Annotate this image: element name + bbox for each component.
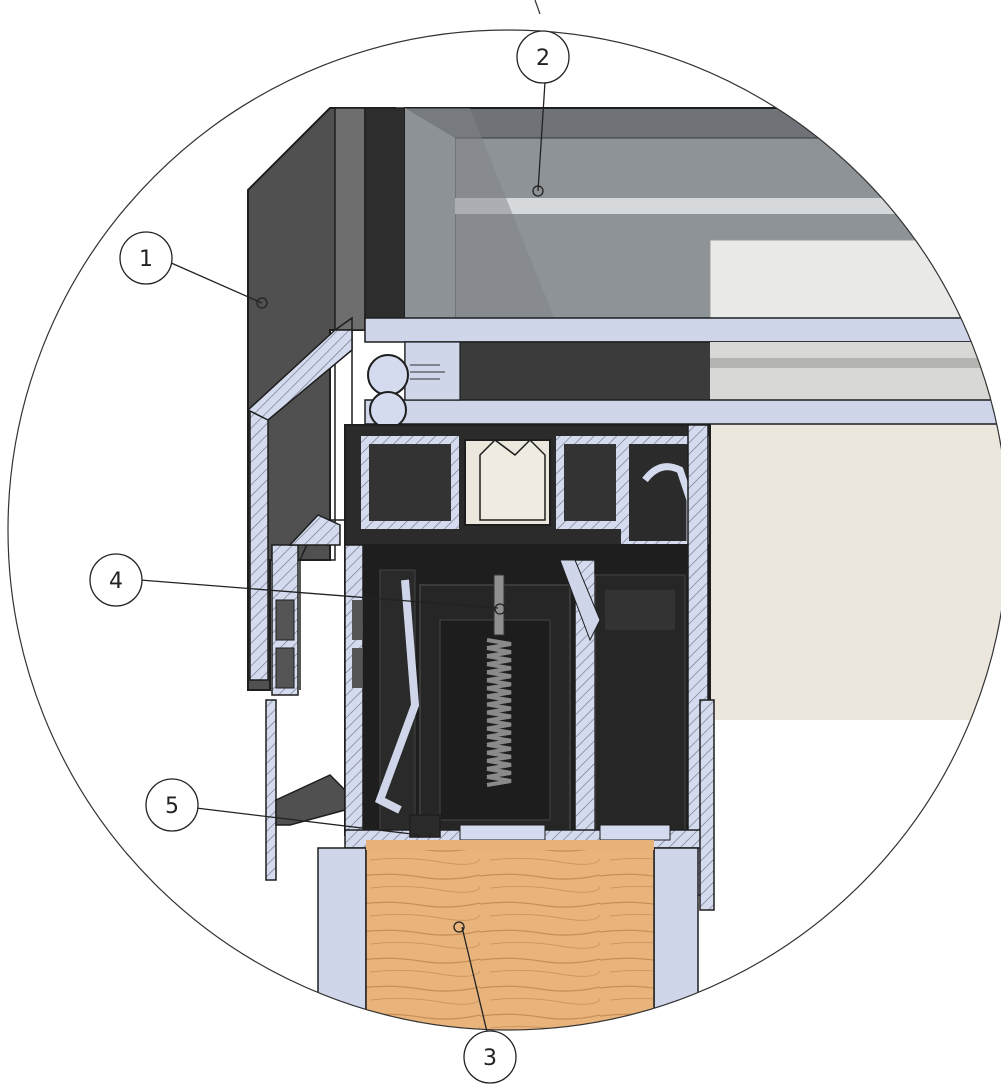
spring-coil xyxy=(486,710,512,723)
interior-wall xyxy=(700,420,1001,720)
spring-coil xyxy=(486,734,512,747)
spacer-block xyxy=(404,341,461,401)
seal-bead-upper xyxy=(367,354,409,396)
spring-coil xyxy=(486,654,512,667)
glass-far-reflection xyxy=(709,239,1001,321)
spring-coil xyxy=(486,718,512,731)
leader-line-1 xyxy=(168,261,263,304)
spring-coil xyxy=(486,662,512,675)
frame-gasket-strip xyxy=(364,107,406,331)
svg-text:3: 3 xyxy=(483,1046,497,1071)
spring-coil xyxy=(486,774,512,787)
spring-coil xyxy=(486,678,512,691)
interior-below xyxy=(700,720,1001,1030)
svg-text:5: 5 xyxy=(165,794,179,819)
profile-upper-slope xyxy=(246,329,353,421)
glass-shadow xyxy=(405,108,555,320)
outer-profile-wall xyxy=(249,409,269,681)
spring-coil xyxy=(486,742,512,755)
spring-strip xyxy=(375,579,420,814)
spring-coil xyxy=(486,686,512,699)
svg-text:4: 4 xyxy=(109,569,123,594)
spring-coil xyxy=(486,750,512,763)
timber-substrate xyxy=(365,847,655,1030)
spring-coil xyxy=(486,694,512,707)
bottom-screw-head xyxy=(409,814,441,838)
spacer-bottom-bar xyxy=(364,399,1001,425)
outer-drip-fin xyxy=(265,699,277,881)
callout-2: 2 xyxy=(516,30,570,84)
glass-reflection xyxy=(455,198,1001,214)
frame-left-chamber xyxy=(361,436,459,529)
callout-4: 4 xyxy=(89,553,143,607)
callout-1: 1 xyxy=(119,231,173,285)
callout-5: 5 xyxy=(145,778,199,832)
callout-3: 3 xyxy=(463,1030,517,1084)
wall-board-right xyxy=(653,847,699,1030)
detail-contents xyxy=(246,107,1001,1030)
spring-coil xyxy=(486,670,512,683)
frame-right-chamber xyxy=(556,436,624,529)
spring-coil xyxy=(486,702,512,715)
leader-line-3 xyxy=(461,926,489,1037)
spring-coil xyxy=(486,766,512,779)
svg-text:2: 2 xyxy=(536,46,550,71)
leader-line-5 xyxy=(195,807,421,836)
glass-edge-light xyxy=(710,342,1001,400)
wall-board-left xyxy=(317,847,367,1030)
glass-edge-line xyxy=(710,358,1001,368)
compression-spring xyxy=(486,638,512,787)
spring-coil xyxy=(486,758,512,771)
seal-bead-lower xyxy=(369,391,407,429)
sill-left-wall xyxy=(344,544,364,836)
svg-text:1: 1 xyxy=(139,247,153,272)
detail-boundary-circle xyxy=(7,29,1001,1031)
spring-coil xyxy=(486,726,512,739)
leader-line-4 xyxy=(139,579,499,609)
frame-edge-strip xyxy=(334,107,366,331)
spring-coil xyxy=(486,646,512,659)
leader-line-2 xyxy=(537,81,546,192)
spacer-top-bar xyxy=(364,317,1001,343)
bolt-shank xyxy=(493,574,505,636)
spring-coil xyxy=(486,638,512,651)
